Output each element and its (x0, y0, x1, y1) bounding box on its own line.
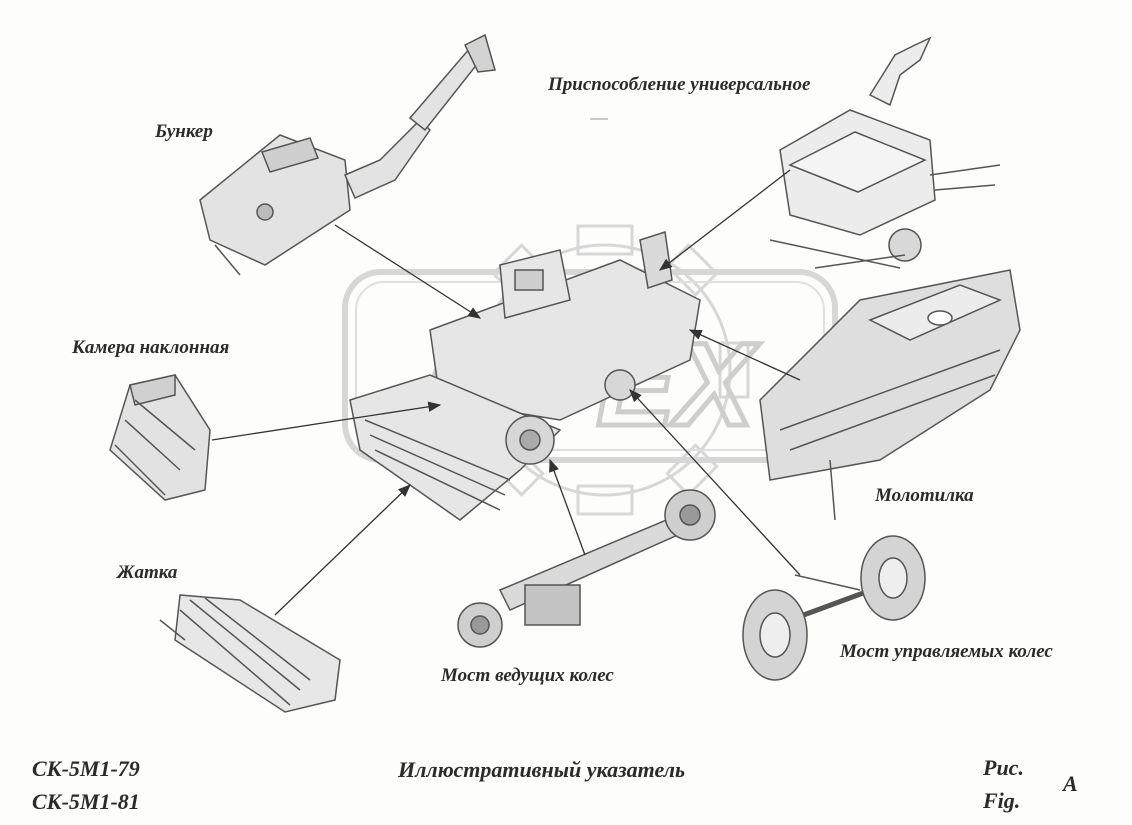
inclined-chamber-drawing (109, 374, 211, 501)
leader-steered-axle (629, 389, 801, 576)
footer-fig-letter: А (1063, 771, 1078, 796)
bunker-drawing (199, 33, 496, 276)
footer-model-2: СК-5М1-81 (32, 789, 140, 814)
header-drawing (159, 594, 341, 713)
universal-attachment-drawing (769, 36, 1001, 269)
leader-lines (211, 169, 801, 616)
label-inclined-chamber: Камера наклонная (72, 337, 230, 358)
label-thresher: Молотилка (875, 485, 974, 506)
label-bunker: Бункер (155, 121, 213, 142)
leader-thresher (688, 329, 801, 381)
leader-chamber (211, 401, 442, 441)
leader-universal (658, 169, 791, 271)
label-drive-axle: Мост ведущих колес (441, 665, 614, 686)
steered-axle-drawing (742, 535, 926, 681)
footer-title: Иллюстративный указатель (398, 757, 686, 782)
drive-axle-drawing (457, 489, 716, 648)
label-header: Жатка (117, 562, 178, 583)
footer-fig-ru: Рис. (983, 755, 1024, 780)
leader-bunker (334, 224, 482, 319)
leader-drive-axle (549, 458, 586, 556)
label-steered-axle: Мост управляемых колес (840, 641, 1053, 662)
footer-model-1: СК-5М1-79 (32, 756, 140, 781)
footer-fig-en: Fig. (983, 788, 1021, 813)
leader-header (274, 484, 411, 616)
combine-harvester-drawing (349, 231, 701, 521)
label-universal-attachment: Приспособление универсальное (548, 74, 811, 95)
thresher-drawing (759, 269, 1021, 521)
